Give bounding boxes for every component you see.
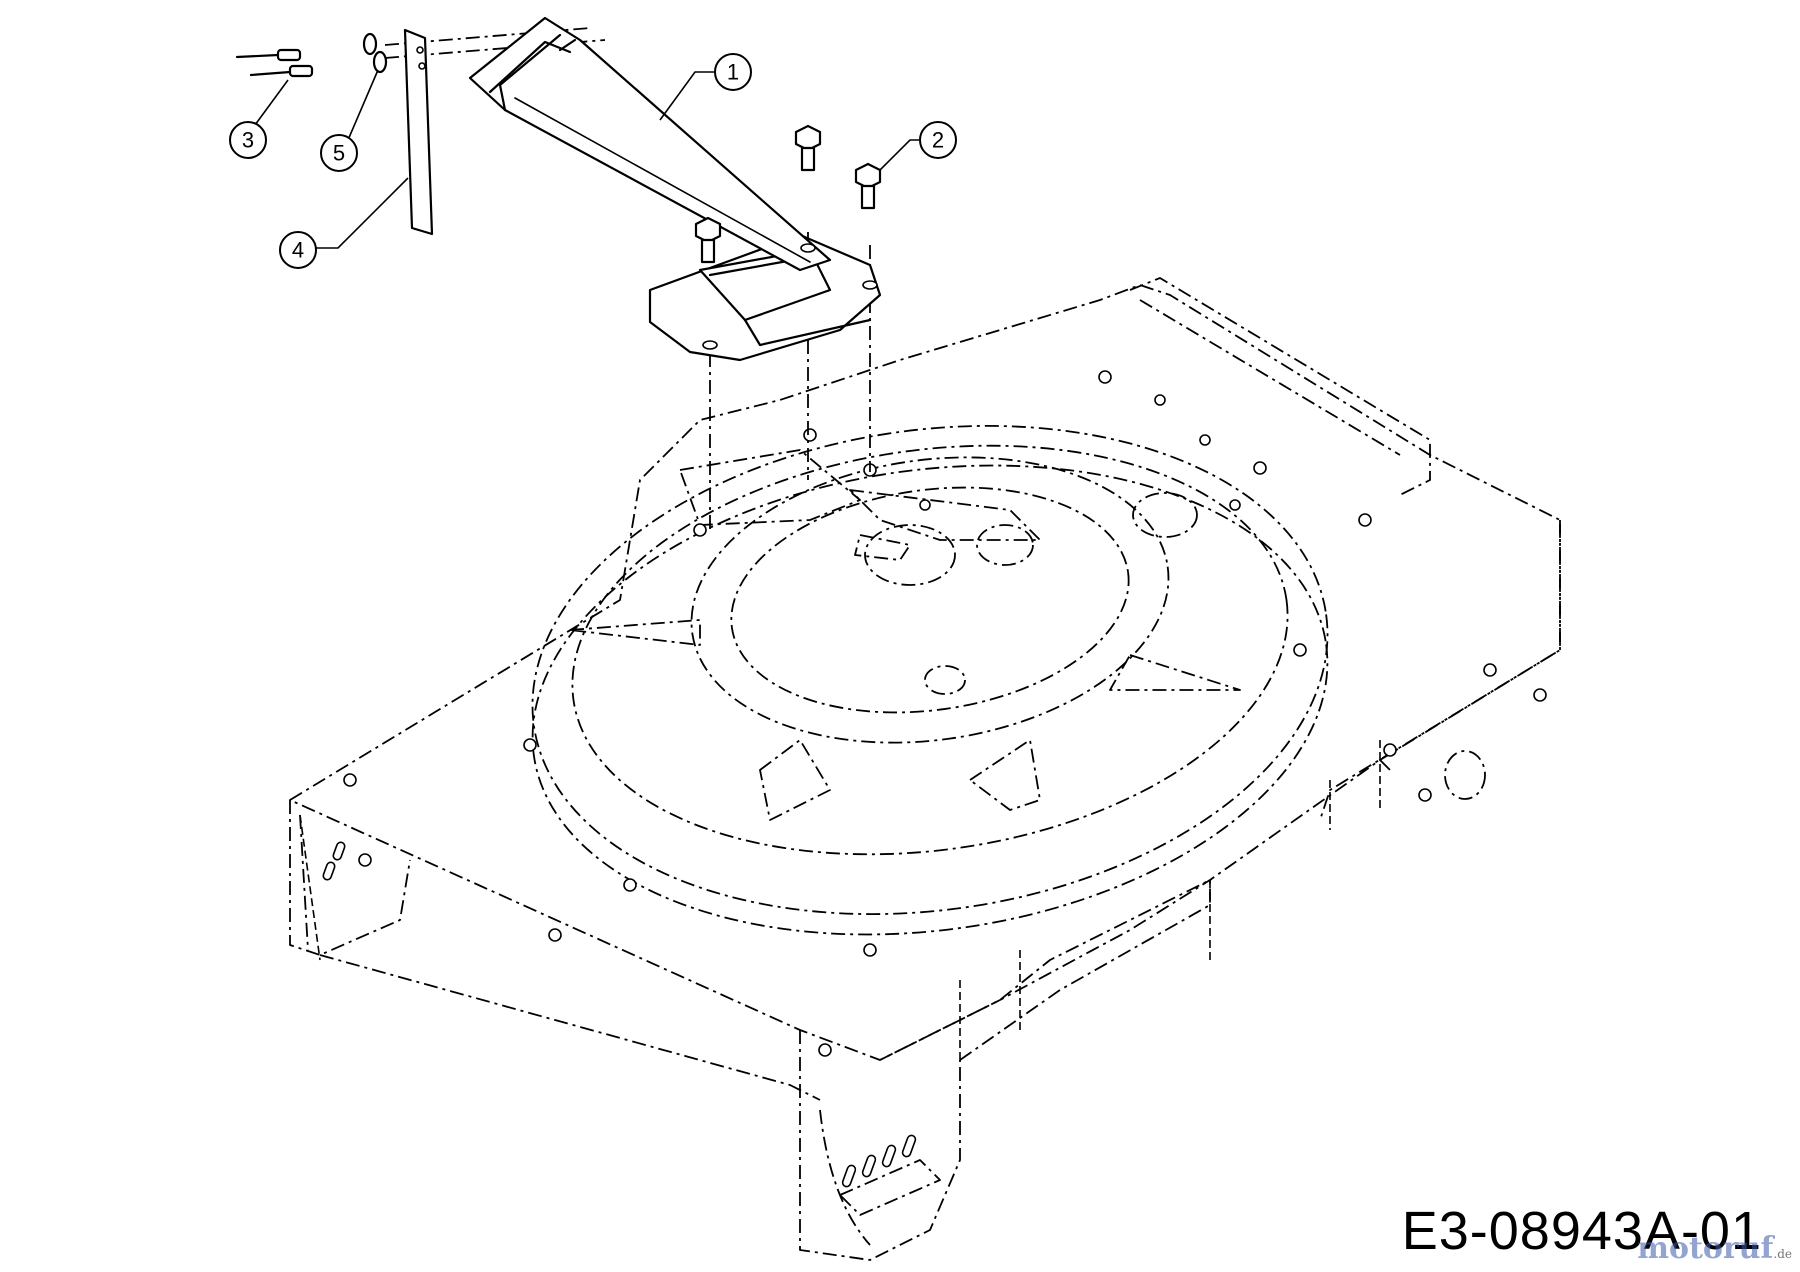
callout-circle-5 [320, 134, 358, 172]
watermark-brand: motoruf [1637, 1231, 1774, 1266]
bolts-part-2 [694, 124, 882, 264]
callout-label-5: 5 [333, 141, 345, 166]
watermark-logo: motoruf.de [1637, 1234, 1792, 1264]
callout-label-3: 3 [242, 128, 254, 153]
callout-label-4: 4 [292, 238, 304, 263]
mower-deck [289, 277, 1561, 1261]
handle-bracket-part-1 [468, 16, 882, 362]
vent-slots [322, 841, 917, 1188]
callout-circle-2 [919, 121, 957, 159]
callout-circle-4 [279, 231, 317, 269]
callout-label-1: 1 [727, 60, 739, 85]
watermark-tld: .de [1773, 1247, 1792, 1261]
callouts: 1 2 3 4 5 [229, 53, 957, 269]
drawing-code: E3-08943A-01 [1401, 1201, 1762, 1261]
callout-circle-3 [229, 121, 267, 159]
deck-holes [343, 370, 1547, 1057]
washers-part-5 [362, 32, 388, 74]
callout-label-2: 2 [932, 128, 944, 153]
callout-circle-1 [714, 53, 752, 91]
rivets-part-3 [235, 48, 314, 78]
plate-part-4 [403, 28, 434, 236]
